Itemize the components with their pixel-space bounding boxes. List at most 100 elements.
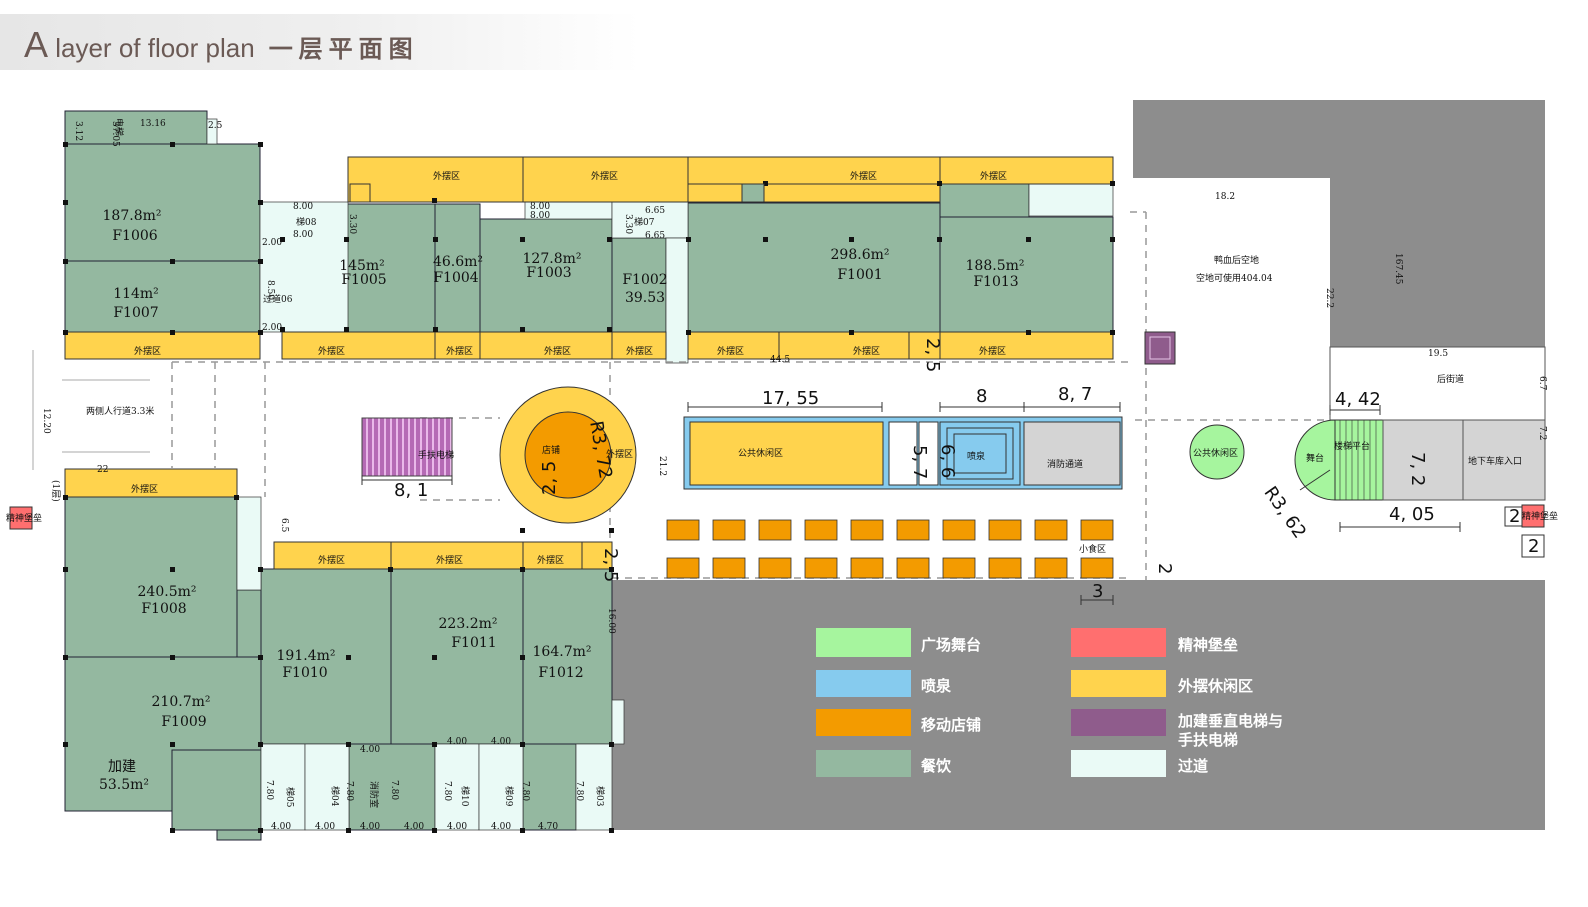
outdoor-top-3b[interactable] — [687, 183, 941, 203]
mobile-shop[interactable] — [758, 557, 792, 579]
mobile-shop[interactable] — [850, 519, 884, 541]
mobile-shop[interactable] — [712, 557, 746, 579]
outdoor-top-3[interactable] — [687, 156, 941, 185]
stair-platform[interactable] — [1334, 419, 1384, 501]
t-44-5: 44.5 — [770, 355, 790, 365]
mobile-shop[interactable] — [666, 557, 700, 579]
outdoor-row-5[interactable] — [611, 331, 667, 360]
unit-block-f1012-low[interactable] — [522, 743, 577, 831]
mobile-shop[interactable] — [1080, 557, 1114, 579]
dim-r3-62: R3, 62 — [1260, 483, 1311, 543]
unit-code-f1006: F1006 — [112, 228, 157, 244]
t-6-5: 6.5 — [279, 518, 289, 533]
public-rest-area[interactable] — [689, 421, 884, 486]
unit-block-f1010[interactable] — [260, 568, 392, 745]
mobile-shop[interactable] — [712, 519, 746, 541]
outdoor-row-1[interactable] — [64, 331, 261, 360]
fountain-complex — [683, 416, 1123, 490]
unit-block-f1003[interactable] — [479, 218, 613, 333]
back-street[interactable] — [1329, 346, 1546, 421]
unit-block-f1013-top[interactable] — [939, 183, 1030, 218]
outdoor-top-1[interactable] — [347, 156, 524, 203]
unit-area-f1007: 114m² — [113, 286, 159, 302]
mobile-shop[interactable] — [850, 557, 884, 579]
mobile-shop[interactable] — [1034, 557, 1068, 579]
unit-block-f1011-low[interactable] — [348, 743, 436, 831]
mobile-shop[interactable] — [804, 519, 838, 541]
mobile-shop[interactable] — [896, 519, 930, 541]
mobile-shop[interactable] — [666, 519, 700, 541]
small-elevator-top — [741, 183, 765, 203]
vacant-lot — [1133, 178, 1330, 347]
outdoor-mid-2[interactable] — [390, 541, 524, 570]
stage[interactable] — [1294, 419, 1336, 501]
corridor-07 — [611, 201, 689, 239]
dim-2-5-top: 2, 5 — [922, 338, 943, 372]
mobile-shop[interactable] — [804, 557, 838, 579]
unit-area-f1011: 223.2m² — [439, 616, 498, 632]
mobile-shops — [666, 519, 1114, 579]
fortress-left[interactable] — [9, 506, 33, 530]
legend-label-mobile-shop: 移动店铺 — [921, 716, 981, 734]
mobile-shop[interactable] — [896, 557, 930, 579]
vacant-label-2: 空地可使用404.04 — [1196, 272, 1273, 284]
unit-block-f1006[interactable] — [64, 143, 261, 262]
outdoor-mid-1[interactable] — [273, 541, 392, 570]
mobile-shop[interactable] — [988, 519, 1022, 541]
unit-block-f1007[interactable] — [64, 260, 261, 334]
outdoor-row-7[interactable] — [778, 331, 910, 360]
unit-block-annex-low[interactable] — [216, 829, 262, 841]
outdoor-labels: 外摆区 外摆区 外摆区 外摆区 外摆区 外摆区 外摆区 外摆区 外摆区 外摆区 … — [131, 170, 1007, 566]
unit-code-f1008: F1008 — [141, 601, 186, 617]
unit-block-f1011[interactable] — [390, 568, 524, 745]
fountain[interactable] — [939, 421, 1021, 486]
mobile-shop[interactable] — [988, 557, 1022, 579]
unit-block-f1001[interactable] — [687, 202, 941, 333]
mobile-shop[interactable] — [758, 519, 792, 541]
mobile-shop[interactable] — [942, 557, 976, 579]
dim-2-5-circle: 2, 5 — [539, 461, 560, 495]
unit-area-f1001: 298.6m² — [831, 247, 890, 263]
outdoor-top-2[interactable] — [522, 156, 689, 203]
round-shop[interactable] — [499, 386, 637, 524]
mobile-shop[interactable] — [1080, 519, 1114, 541]
dim-8-7: 8, 7 — [1058, 384, 1092, 405]
corridors — [206, 118, 1114, 831]
mobile-shop[interactable] — [1034, 519, 1068, 541]
t-4-00-d: 4.00 — [271, 822, 291, 832]
outdoor-label: 外摆区 — [980, 170, 1007, 182]
legend-label-fortress: 精神堡垒 — [1178, 636, 1238, 654]
outdoor-row-9[interactable] — [939, 331, 1114, 360]
unit-area-f1009: 210.7m² — [152, 694, 211, 710]
outdoor-row-2[interactable] — [281, 331, 436, 360]
outdoor-left-lower[interactable] — [64, 468, 238, 498]
outdoor-top-4[interactable] — [939, 156, 1114, 185]
t-4-00-a: 4.00 — [360, 745, 380, 755]
unit-area-f1003: 127.8m² — [523, 251, 582, 267]
title-english: layer of floor plan — [48, 33, 255, 63]
mobile-shop[interactable] — [942, 519, 976, 541]
dim-8-1: 8, 1 — [394, 480, 428, 501]
unit-code-f1012: F1012 — [538, 665, 583, 681]
floor-1-label: (1层) — [50, 480, 61, 502]
corridor-03 — [575, 743, 613, 831]
escalator-label: 手扶电梯 — [418, 449, 454, 461]
public-rest-circle[interactable] — [1189, 424, 1245, 480]
outdoor-mid-3[interactable] — [522, 541, 583, 570]
unit-block-annex[interactable] — [171, 749, 262, 831]
unit-block-f1006-top[interactable] — [64, 110, 208, 145]
unit-area-f1006: 187.8m² — [103, 208, 162, 224]
garage-entry[interactable] — [1462, 419, 1546, 501]
fire-lane[interactable] — [1023, 421, 1121, 486]
unit-block-f1013[interactable] — [939, 216, 1114, 333]
unit-block-f1008[interactable] — [64, 496, 238, 658]
stair-07-label: 梯07 — [634, 216, 655, 228]
t-8-00-b: 8.00 — [293, 230, 313, 240]
unit-block-f1008-side[interactable] — [236, 589, 262, 658]
escalator[interactable] — [361, 417, 453, 477]
outdoor-mid-4[interactable] — [581, 541, 613, 570]
t-4-00-f: 4.00 — [360, 822, 380, 832]
outdoor-row-4[interactable] — [479, 331, 613, 360]
outdoor-row-6[interactable] — [687, 331, 780, 360]
